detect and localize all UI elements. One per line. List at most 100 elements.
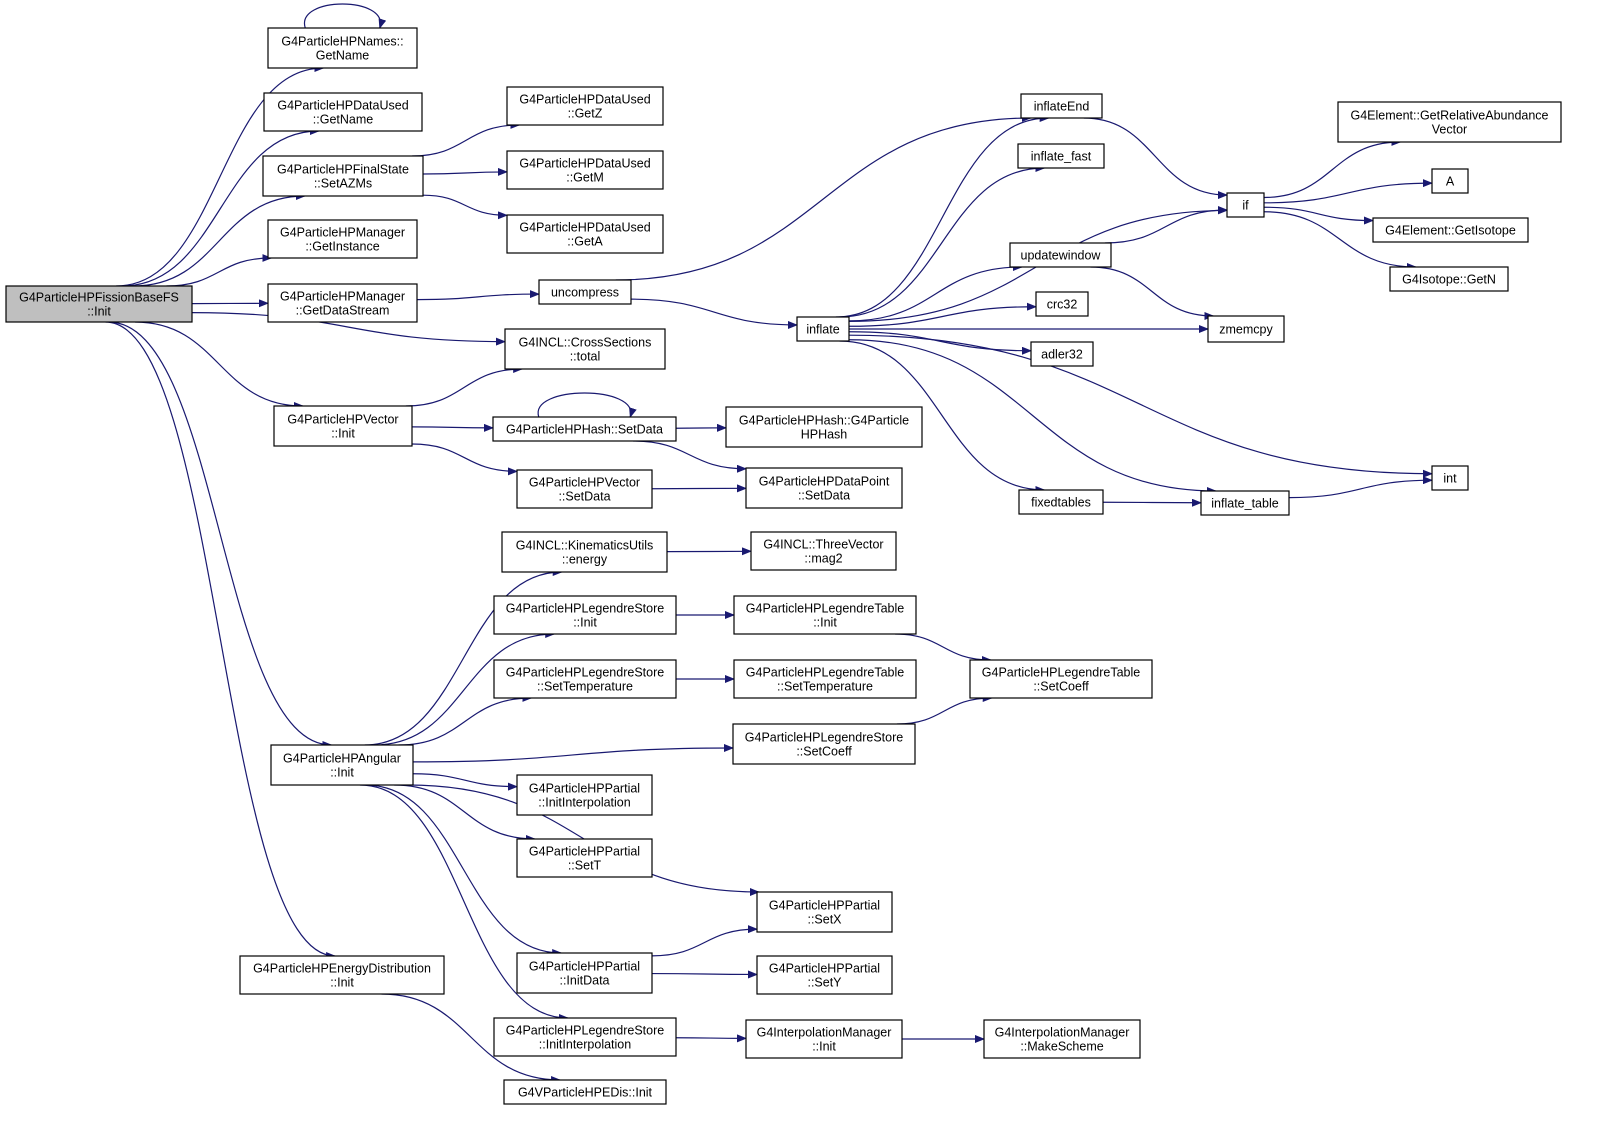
node-inflateend[interactable]: inflateEnd <box>1020 93 1103 119</box>
node-interpmgr-init[interactable]: G4InterpolationManager::Init <box>745 1019 903 1059</box>
node-getdatastream[interactable]: G4ParticleHPManager::GetDataStream <box>267 283 418 323</box>
node-energydist-init[interactable]: G4ParticleHPEnergyDistribution::Init <box>239 955 445 995</box>
node-datapoint-setdata[interactable]: G4ParticleHPDataPoint::SetData <box>745 467 903 509</box>
node-label: G4ParticleHPDataUsed <box>519 157 650 171</box>
node-label: ::GetInstance <box>305 240 379 254</box>
node-label: ::mag2 <box>804 552 842 566</box>
node-geta[interactable]: G4ParticleHPDataUsed::GetA <box>506 214 664 254</box>
node-partial-initinterp[interactable]: G4ParticleHPPartial::InitInterpolation <box>516 774 653 816</box>
node-layer: G4ParticleHPFissionBaseFS::InitG4Particl… <box>5 27 1562 1105</box>
node-makescheme[interactable]: G4InterpolationManager::MakeScheme <box>983 1019 1141 1059</box>
edge-vector-init-to-hash-setdata <box>411 423 494 432</box>
edge-root-to-energydist-init <box>105 321 337 960</box>
node-zmemcpy[interactable]: zmemcpy <box>1207 315 1285 343</box>
node-partial-sety[interactable]: G4ParticleHPPartial::SetY <box>756 955 893 995</box>
node-inflate-fast[interactable]: inflate_fast <box>1017 143 1105 169</box>
edge-inflate-to-crc32 <box>848 302 1037 327</box>
node-adler32[interactable]: adler32 <box>1030 341 1094 367</box>
node-label: ::Init <box>330 976 354 990</box>
edge-setazms-to-geta <box>422 194 508 220</box>
edge-ltable-init-to-ltable-setcoeff <box>895 633 992 664</box>
node-box <box>270 744 414 786</box>
node-getn[interactable]: G4Isotope::GetN <box>1389 266 1509 292</box>
node-label: ::GetDataStream <box>296 304 390 318</box>
node-lstore-settemp[interactable]: G4ParticleHPLegendreStore::SetTemperatur… <box>493 659 677 699</box>
node-box <box>492 416 677 442</box>
node-box <box>1337 101 1562 143</box>
edge-names-getname-to-names-getname <box>304 3 387 29</box>
node-angular-init[interactable]: G4ParticleHPAngular::Init <box>270 744 414 786</box>
edge-getdatastream-to-uncompress <box>416 290 540 301</box>
node-partial-setx[interactable]: G4ParticleHPPartial::SetX <box>756 891 893 933</box>
node-lstore-init[interactable]: G4ParticleHPLegendreStore::Init <box>493 595 677 635</box>
node-hash-setdata[interactable]: G4ParticleHPHash::SetData <box>492 416 677 442</box>
node-partial-sett[interactable]: G4ParticleHPPartial::SetT <box>516 838 653 878</box>
node-energy[interactable]: G4INCL::KinematicsUtils::energy <box>501 531 668 573</box>
node-label: ::MakeScheme <box>1020 1040 1103 1054</box>
node-if[interactable]: if <box>1226 192 1265 218</box>
edge-uncompress-to-inflateend <box>615 114 1032 281</box>
edge-lstore-initinterp-to-interpmgr-init <box>675 1034 747 1043</box>
node-getz[interactable]: G4ParticleHPDataUsed::GetZ <box>506 86 664 126</box>
node-updatewindow[interactable]: updatewindow <box>1009 242 1112 268</box>
node-root[interactable]: G4ParticleHPFissionBaseFS::Init <box>5 285 193 323</box>
node-lstore-setcoeff[interactable]: G4ParticleHPLegendreStore::SetCoeff <box>732 723 916 765</box>
node-box <box>969 659 1153 699</box>
edge-angular-init-to-partial-sett <box>394 784 536 843</box>
node-vdis-init[interactable]: G4VParticleHPEDis::Init <box>503 1079 667 1105</box>
node-uncompress[interactable]: uncompress <box>538 279 632 305</box>
node-label: ::InitData <box>559 974 609 988</box>
node-mag2[interactable]: G4INCL::ThreeVector::mag2 <box>750 531 897 571</box>
node-label: Vector <box>1432 123 1467 137</box>
node-label: ::SetAZMs <box>314 177 372 191</box>
node-crc32[interactable]: crc32 <box>1035 291 1089 317</box>
node-label: ::SetY <box>807 976 842 990</box>
node-label: if <box>1242 199 1249 213</box>
node-label: fixedtables <box>1031 496 1091 510</box>
node-box <box>503 1079 667 1105</box>
node-box <box>506 214 664 254</box>
edge-angular-init-to-partial-initinterp <box>412 773 518 791</box>
node-inflate-table[interactable]: inflate_table <box>1200 490 1290 516</box>
node-inflate[interactable]: inflate <box>796 316 850 342</box>
edge-inflate-to-inflate-table <box>848 339 1217 495</box>
node-partial-initdata[interactable]: G4ParticleHPPartial::InitData <box>516 952 653 994</box>
node-box <box>1009 242 1112 268</box>
edge-inflate-to-inflate-fast <box>839 164 1046 318</box>
node-vector-setdata[interactable]: G4ParticleHPVector::SetData <box>516 469 653 509</box>
node-lstore-initinterp[interactable]: G4ParticleHPLegendreStore::InitInterpola… <box>493 1017 677 1057</box>
edge-partial-initdata-to-partial-setx <box>651 925 758 957</box>
node-box <box>732 723 916 765</box>
node-label: ::Init <box>87 305 111 319</box>
node-label: G4ParticleHPVector <box>529 476 640 490</box>
node-int[interactable]: int <box>1431 465 1469 491</box>
node-label: G4ParticleHPDataUsed <box>519 221 650 235</box>
node-dataused-getname[interactable]: G4ParticleHPDataUsed::GetName <box>263 92 423 132</box>
node-a[interactable]: A <box>1431 168 1469 194</box>
node-box <box>1030 341 1094 367</box>
node-label: G4ParticleHPDataPoint <box>759 475 890 489</box>
node-box <box>493 659 677 699</box>
node-fixedtables[interactable]: fixedtables <box>1018 489 1104 515</box>
node-label: ::Init <box>813 616 837 630</box>
node-total[interactable]: G4INCL::CrossSections::total <box>504 328 666 370</box>
node-label: G4InterpolationManager <box>757 1026 892 1040</box>
node-ltable-init[interactable]: G4ParticleHPLegendreTable::Init <box>733 595 917 635</box>
edge-hash-setdata-to-datapoint-setdata <box>633 440 747 473</box>
node-ltable-settemp[interactable]: G4ParticleHPLegendreTable::SetTemperatur… <box>733 659 917 699</box>
edge-inflate-to-int <box>848 334 1433 478</box>
edge-inflate-to-updatewindow <box>848 263 1023 322</box>
node-label: adler32 <box>1041 348 1083 362</box>
node-ltable-setcoeff[interactable]: G4ParticleHPLegendreTable::SetCoeff <box>969 659 1153 699</box>
node-names-getname[interactable]: G4ParticleHPNames::GetName <box>267 27 418 69</box>
node-hash-ctor[interactable]: G4ParticleHPHash::G4ParticleHPHash <box>725 406 923 448</box>
node-getm[interactable]: G4ParticleHPDataUsed::GetM <box>506 150 664 190</box>
node-getinstance[interactable]: G4ParticleHPManager::GetInstance <box>267 219 418 259</box>
node-vector-init[interactable]: G4ParticleHPVector::Init <box>273 405 413 447</box>
node-getisotope[interactable]: G4Element::GetIsotope <box>1372 217 1529 243</box>
node-setazms[interactable]: G4ParticleHPFinalState::SetAZMs <box>262 155 424 197</box>
node-box <box>1017 143 1105 169</box>
node-label: G4ParticleHPLegendreStore <box>745 731 903 745</box>
edge-if-to-a <box>1263 179 1433 204</box>
